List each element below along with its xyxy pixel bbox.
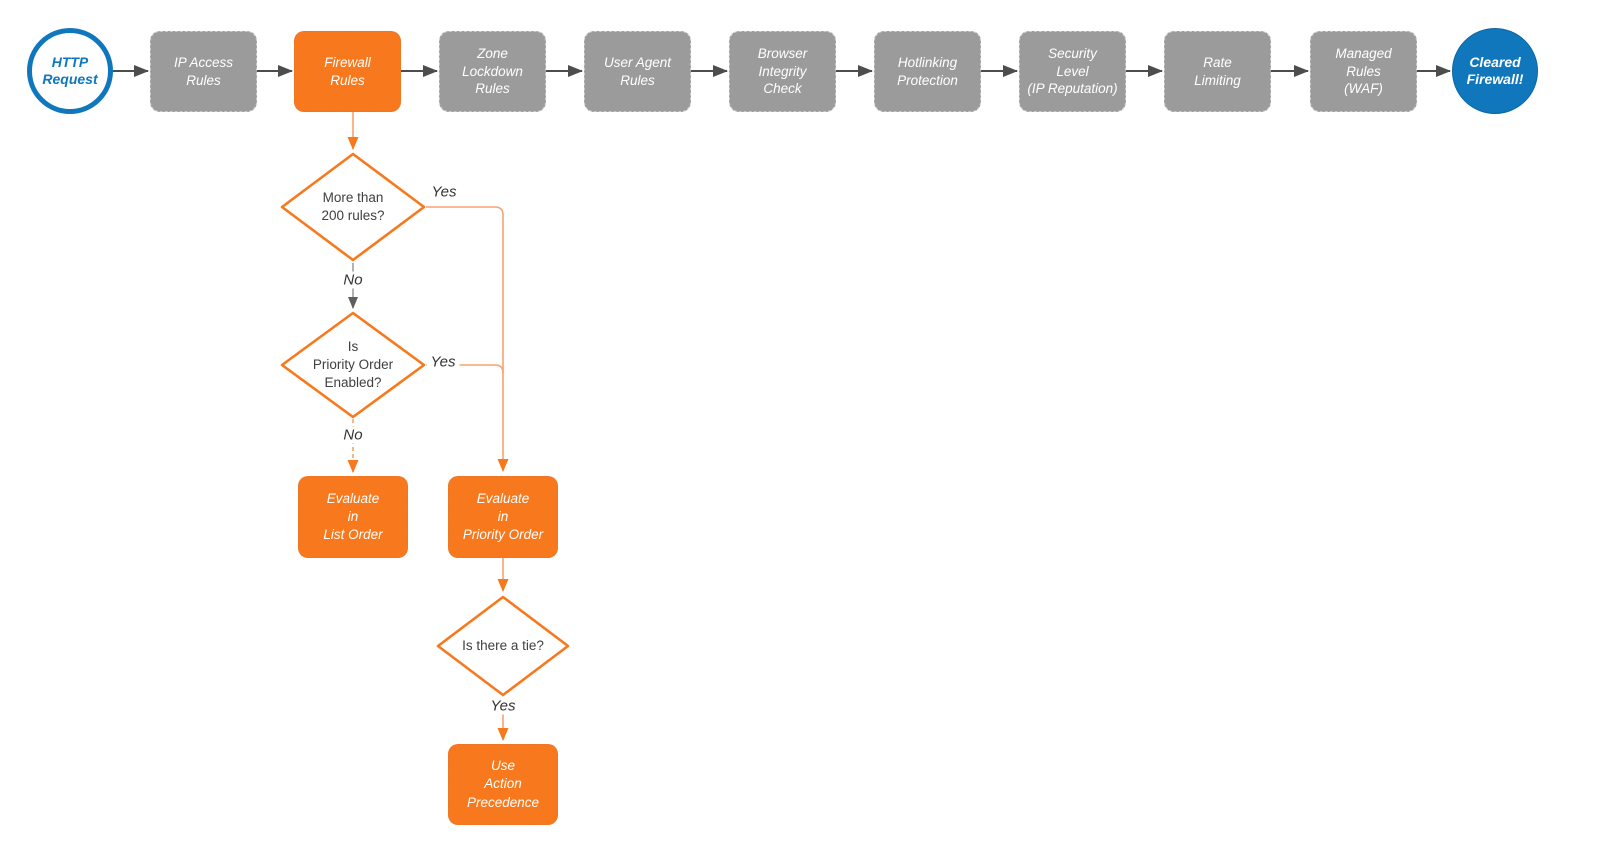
decision-is-there-a-tie: Is there a tie? <box>436 595 570 697</box>
stage-security-level: Security Level (IP Reputation) <box>1019 31 1126 112</box>
edge-label-d1-no: No <box>339 271 367 289</box>
edge-label-d1-yes: Yes <box>427 183 461 201</box>
edge-label-d2-no: No <box>339 426 367 444</box>
edge-decision1-yes <box>426 206 509 472</box>
diamond-shape <box>280 152 426 262</box>
stage-label: User Agent Rules <box>603 54 672 88</box>
stage-ip-access-rules: IP Access Rules <box>150 31 257 112</box>
end-node-label: Cleared Firewall! <box>1466 53 1524 88</box>
stage-label: Hotlinking Protection <box>897 54 958 88</box>
start-node-label: HTTP Request <box>42 53 98 88</box>
stage-firewall-rules: Firewall Rules <box>294 31 401 112</box>
stage-label: Rate Limiting <box>1194 54 1241 88</box>
action-label: Use Action Precedence <box>466 758 540 810</box>
decision-label: Is there a tie? <box>462 637 544 653</box>
diamond-shape <box>280 311 426 419</box>
action-evaluate-list-order: Evaluate in List Order <box>298 476 408 558</box>
action-label: Evaluate in List Order <box>323 490 383 543</box>
end-node-cleared-firewall: Cleared Firewall! <box>1452 28 1538 114</box>
stage-zone-lockdown-rules: Zone Lockdown Rules <box>439 31 546 112</box>
stage-label: IP Access Rules <box>173 54 234 88</box>
stage-user-agent-rules: User Agent Rules <box>584 31 691 112</box>
diamond-shape <box>436 595 570 697</box>
stage-rate-limiting: Rate Limiting <box>1164 31 1271 112</box>
stage-label: Browser Integrity Check <box>757 45 808 97</box>
decision-label: More than 200 rules? <box>321 189 385 223</box>
edge-label-d2-yes: Yes <box>426 353 460 371</box>
start-node-http-request: HTTP Request <box>27 28 113 114</box>
edge-label-d3-yes: Yes <box>486 697 520 715</box>
stage-managed-rules-waf: Managed Rules (WAF) <box>1310 31 1417 112</box>
action-evaluate-priority-order: Evaluate in Priority Order <box>448 476 558 558</box>
decision-more-than-200-rules: More than 200 rules? <box>280 152 426 262</box>
stage-label: Zone Lockdown Rules <box>462 45 523 97</box>
decision-label: Is Priority Order Enabled? <box>312 338 394 391</box>
stage-label: Firewall Rules <box>324 54 371 88</box>
stage-label: Security Level (IP Reputation) <box>1027 45 1118 97</box>
stage-label: Managed Rules (WAF) <box>1335 45 1392 97</box>
stage-browser-integrity-check: Browser Integrity Check <box>729 31 836 112</box>
decision-priority-order-enabled: Is Priority Order Enabled? <box>280 311 426 419</box>
stage-hotlinking-protection: Hotlinking Protection <box>874 31 981 112</box>
action-use-action-precedence: Use Action Precedence <box>448 744 558 825</box>
action-label: Evaluate in Priority Order <box>462 490 544 543</box>
